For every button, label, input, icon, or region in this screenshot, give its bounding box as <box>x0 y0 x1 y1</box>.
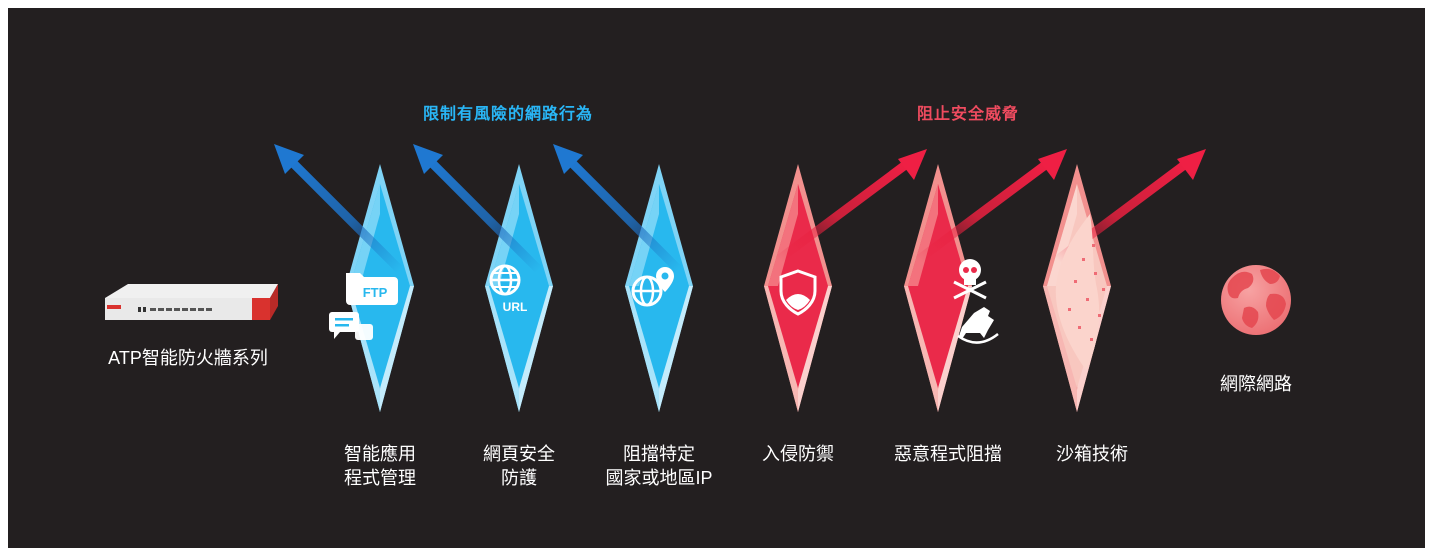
shield-malware-blocking <box>904 164 972 412</box>
diagram-artwork: FTP URL <box>105 144 1291 412</box>
firewall-device-icon <box>105 284 278 320</box>
label-line: 阻擋特定 <box>623 444 695 464</box>
internet-label: 網際網路 <box>1220 374 1292 394</box>
blue-arrows <box>274 144 683 274</box>
shield-badge-icon <box>779 269 817 316</box>
label-sandboxing: 沙箱技術 <box>1037 442 1147 466</box>
ftp-chat-icon: FTP <box>329 273 398 340</box>
label-line: 沙箱技術 <box>1056 444 1128 464</box>
label-app-control: 智能應用 程式管理 <box>310 442 450 490</box>
globe-pin-icon <box>631 267 674 307</box>
header-restrict-risky-behavior: 限制有風險的網路行為 <box>422 106 593 123</box>
label-geo-ip: 阻擋特定 國家或地區IP <box>584 442 734 490</box>
internet-globe-icon <box>1221 265 1291 335</box>
label-line: 網頁安全 <box>483 444 555 464</box>
sandbox-icon <box>1055 214 1105 370</box>
red-arrows <box>775 149 1206 264</box>
label-line: 惡意程式阻擋 <box>894 444 1002 464</box>
header-stop-threats: 阻止安全威脅 <box>916 106 1019 123</box>
label-line: 程式管理 <box>344 468 416 488</box>
label-line: 防護 <box>501 468 537 488</box>
label-intrusion-prevention: 入侵防禦 <box>738 442 858 466</box>
shield-intrusion-prevention <box>764 164 832 412</box>
label-malware-blocking: 惡意程式阻擋 <box>878 442 1018 466</box>
label-line: 國家或地區IP <box>605 468 713 488</box>
diagram-canvas: FTP URL <box>8 8 1425 548</box>
firewall-label: ATP智能防火牆系列 <box>108 348 268 368</box>
url-icon-text: URL <box>503 300 528 314</box>
label-line: 入侵防禦 <box>762 444 834 464</box>
ftp-icon-text: FTP <box>363 285 388 300</box>
url-globe-icon: URL <box>489 264 528 314</box>
shield-geo-ip <box>625 164 693 412</box>
label-web-security: 網頁安全 防護 <box>449 442 589 490</box>
label-line: 智能應用 <box>344 444 416 464</box>
skull-trojan-horse-icon <box>953 259 999 344</box>
